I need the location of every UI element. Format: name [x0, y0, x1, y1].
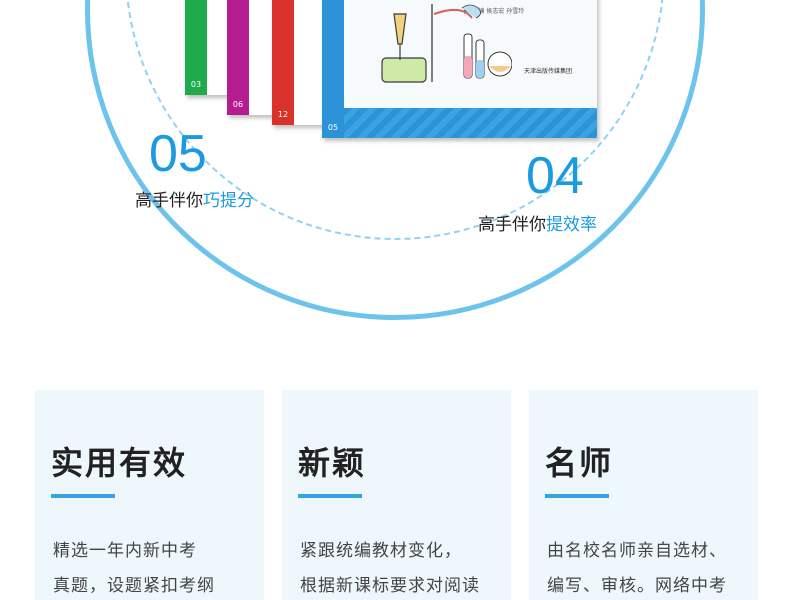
card-title: 名师 [545, 444, 614, 482]
spine-number: 06 [232, 100, 244, 109]
caption-prefix: 高手伴你 [135, 191, 203, 211]
feature-cards: 实用有效 精选一年内新中考 真题，设题紧扣考纲 新颖 紧跟统编教材变化， 根据新… [0, 390, 790, 600]
spine-number: 05 [327, 123, 339, 132]
caption-highlight: 巧提分 [203, 191, 254, 211]
card-practical: 实用有效 精选一年内新中考 真题，设题紧扣考纲 [35, 390, 264, 600]
spine-number: 12 [277, 110, 289, 119]
feature-number: 05 [149, 125, 207, 183]
feature-05: 05 高手伴你巧提分 [135, 128, 254, 211]
book-set-image: 03 06 12 05 ▶ 主 编 侯志宏 孙雪玲 [185, 0, 605, 140]
card-text-line: 根据新课标要求对阅读 [300, 576, 480, 596]
card-text-line: 精选一年内新中考 [53, 541, 197, 561]
book-spine: 05 [322, 0, 344, 138]
card-title: 实用有效 [51, 444, 188, 482]
book-cover: ▶ 主 编 侯志宏 孙雪玲 天津出版传媒集团 [344, 0, 597, 138]
book-spine: 06 [227, 0, 249, 115]
card-text-line: 编写、审核。网络中考 [547, 576, 727, 596]
card-novel: 新颖 紧跟统编教材变化， 根据新课标要求对阅读 [282, 390, 511, 600]
feature-number: 04 [526, 147, 584, 205]
card-title: 新颖 [298, 444, 367, 482]
book-spine: 03 [185, 0, 207, 95]
card-text-line: 紧跟统编教材变化， [300, 541, 462, 561]
card-text-line: 真题，设题紧扣考纲 [53, 576, 215, 596]
caption-prefix: 高手伴你 [478, 215, 546, 235]
feature-circle-section: 03 06 12 05 ▶ 主 编 侯志宏 孙雪玲 [85, 0, 705, 320]
book-blue-front: 05 ▶ 主 编 侯志宏 孙雪玲 [322, 0, 597, 138]
cover-author: ▶ 主 编 侯志宏 孙雪玲 [464, 8, 525, 15]
caption-highlight: 提效率 [546, 215, 597, 235]
feature-caption: 高手伴你巧提分 [135, 186, 254, 211]
card-title-underline [298, 494, 362, 498]
publisher-label: 天津出版传媒集团 [524, 68, 573, 75]
card-title-underline [51, 494, 115, 498]
cover-bottom-band [344, 108, 597, 138]
card-famous-teachers: 名师 由名校名师亲自选材、 编写、审核。网络中考 [529, 390, 758, 600]
spine-number: 03 [190, 80, 202, 89]
feature-04: 04 高手伴你提效率 [478, 150, 597, 235]
card-title-underline [545, 494, 609, 498]
feature-caption: 高手伴你提效率 [478, 210, 597, 235]
card-text-line: 由名校名师亲自选材、 [547, 541, 727, 561]
lab-equipment-illustration [381, 4, 512, 83]
book-spine: 12 [272, 0, 294, 125]
